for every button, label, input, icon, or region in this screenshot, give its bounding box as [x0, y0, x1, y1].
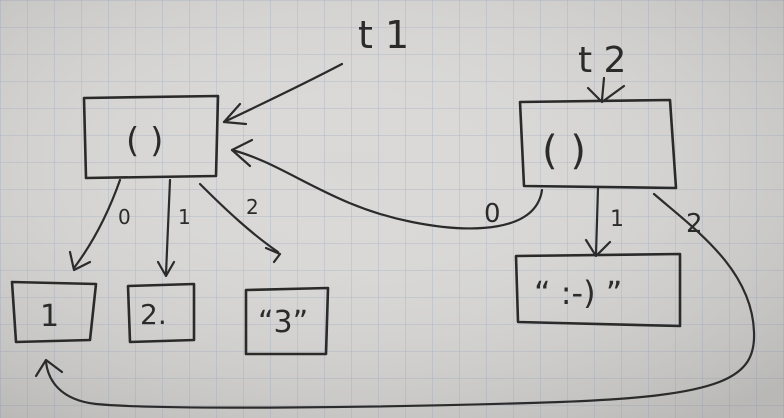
box-smiley	[514, 252, 682, 328]
box-tuple1	[82, 94, 220, 180]
edge-tuple2-0-label: 0	[484, 199, 501, 229]
arrowhead-tuple1-1	[156, 260, 176, 278]
box-val3	[244, 286, 330, 356]
edge-tuple1-2	[198, 182, 280, 254]
arrowhead-tuple2-0	[230, 138, 254, 168]
box-val2-text: 2.	[140, 298, 167, 331]
edge-tuple1-1	[164, 178, 172, 276]
arrowhead-tuple1-2	[264, 246, 282, 264]
edge-tuple2-1	[594, 186, 600, 256]
arrowhead-tuple2-2	[34, 358, 64, 378]
edge-tuple2-0	[230, 148, 544, 230]
edge-tuple1-0	[72, 178, 122, 270]
label-t2: t 2	[578, 40, 626, 81]
box-val2	[126, 282, 196, 344]
arrow-t1-to-tuple1	[222, 62, 344, 124]
box-val1	[10, 280, 98, 344]
edge-tuple1-2-label: 2	[246, 195, 259, 219]
box-val1-text: 1	[40, 299, 59, 334]
edge-tuple2-2	[44, 192, 756, 409]
edge-tuple2-2-label: 2	[686, 209, 703, 239]
edge-tuple1-0-label: 0	[118, 205, 131, 229]
arrow-t2-to-tuple2	[600, 76, 606, 102]
box-tuple2	[518, 98, 678, 190]
box-smiley-text: “ :-) ”	[534, 274, 622, 312]
box-val3-text: “3”	[258, 305, 308, 340]
arrowhead-tuple1-0	[68, 250, 92, 272]
edge-tuple1-1-label: 1	[178, 205, 191, 229]
box-tuple1-text: ( )	[126, 121, 163, 161]
label-t1: t 1	[358, 13, 409, 57]
arrowhead-t1	[222, 102, 248, 126]
edge-tuple2-1-label: 1	[610, 207, 624, 232]
box-tuple2-text: ( )	[542, 128, 586, 174]
